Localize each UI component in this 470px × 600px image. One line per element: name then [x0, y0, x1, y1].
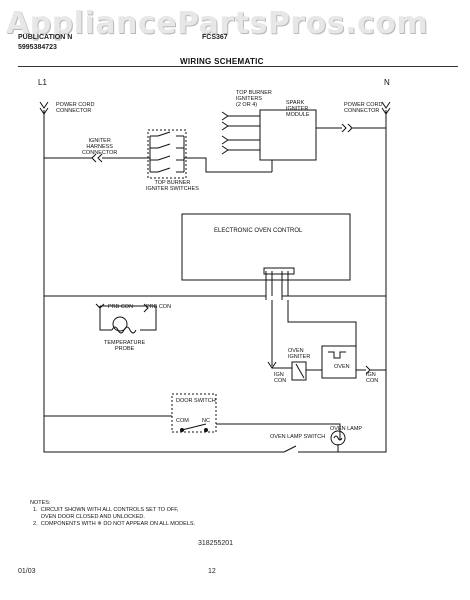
- oven-igniter-element: [291, 361, 307, 381]
- publication-number: 5995384723: [18, 44, 57, 51]
- spark-module-box: [259, 109, 317, 161]
- igniter-harness-connector: [91, 153, 103, 163]
- eoc-label: ELECTRONIC OVEN CONTROL: [214, 228, 303, 234]
- l1-rail: [43, 110, 272, 453]
- watermark: AppliancePartsPros.com: [6, 6, 429, 41]
- top-burner-switches-label: TOP BURNER IGNITER SWITCHES: [146, 180, 199, 192]
- door-switch-label: DOOR SWITCH: [176, 398, 216, 404]
- igniter-harness-label: IGNITER HARNESS CONNECTOR: [82, 138, 118, 156]
- top-burner-igniters: [221, 111, 229, 155]
- power-cord-left-label: POWER CORD CONNECTOR: [56, 102, 95, 114]
- oven-lamp-bulb: [330, 430, 346, 446]
- prb-con-left-label: PRB CON: [108, 304, 134, 310]
- igniter-switch-bank: [157, 131, 171, 173]
- oven-lamp-label: OVEN LAMP: [330, 426, 363, 432]
- spark-module-label: SPARK IGNITER MODULE: [286, 100, 310, 118]
- ign-con-right-label: IGN CON: [366, 372, 379, 384]
- prb-con-right-label: PRB CON: [146, 304, 172, 310]
- oven-igniter-label: OVEN IGNITER: [288, 348, 311, 360]
- schematic-title: WIRING SCHEMATIC: [180, 57, 264, 66]
- part-number: 318255201: [198, 540, 234, 547]
- notes: NOTES: 1. CIRCUIT SHOWN WITH ALL CONTROL…: [30, 500, 196, 527]
- eoc-box: [181, 213, 351, 281]
- oven-lamp-switch-blade: [283, 445, 297, 453]
- l1-label: L1: [38, 78, 47, 87]
- model-number: FCS367: [202, 34, 228, 41]
- power-cord-right-label: POWER CORD CONNECTOR: [344, 102, 383, 114]
- nc-label: NC: [202, 418, 210, 424]
- ign-con-left-label: IGN CON: [274, 372, 287, 384]
- publication-label: PUBLICATION N: [18, 34, 73, 41]
- oven-lamp-switch-label: OVEN LAMP SWITCH: [270, 434, 326, 440]
- oven-valve-label: OVEN: [334, 364, 350, 370]
- power-cord-right-connector: [381, 101, 391, 115]
- n-label: N: [384, 78, 390, 87]
- footer-date: 01/03: [18, 568, 36, 575]
- top-burner-igniters-label: TOP BURNER IGNITERS (2 OR 4): [236, 90, 272, 108]
- oven-valve-box: [321, 345, 357, 379]
- power-cord-left-connector: [39, 101, 49, 115]
- temperature-probe-label: TEMPERATURE PROBE: [104, 340, 146, 352]
- door-switch-box: [171, 393, 217, 433]
- footer-page-number: 12: [208, 568, 216, 575]
- com-label: COM: [176, 418, 189, 424]
- title-rule: [18, 66, 458, 67]
- n-rail: [338, 110, 387, 453]
